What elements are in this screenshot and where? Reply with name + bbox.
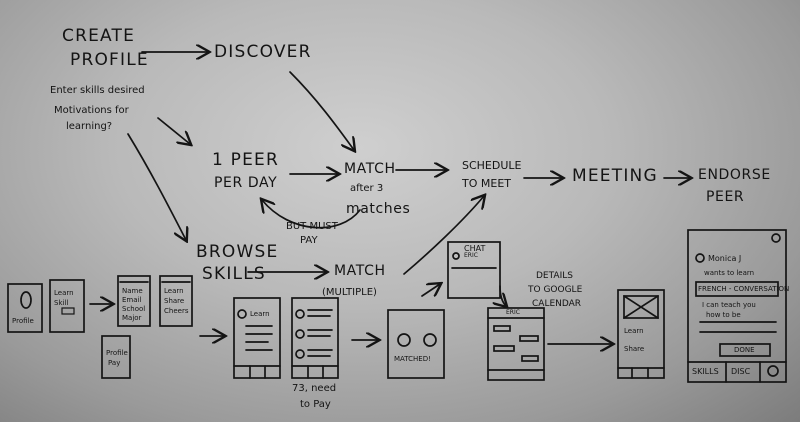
create-profile-line1: CREATE bbox=[62, 26, 136, 46]
chat-name: ERIC bbox=[464, 252, 478, 259]
s3-label-1: Name bbox=[122, 287, 143, 295]
schedule-line1: SCHEDULE bbox=[462, 159, 522, 172]
screen-5 bbox=[101, 335, 131, 379]
create-profile-line2: PROFILE bbox=[70, 50, 149, 70]
s5-label-1: Profile bbox=[106, 349, 128, 357]
discover-label: DISCOVER bbox=[214, 42, 312, 62]
endorse-can-teach-1: I can teach you bbox=[702, 301, 756, 309]
arrow-matches-loop bbox=[262, 200, 361, 229]
one-peer-line1: 1 PEER bbox=[212, 150, 279, 170]
arrow-motivation-browse bbox=[127, 133, 186, 240]
done-button[interactable]: DONE bbox=[734, 346, 755, 354]
after-matches-1: after 3 bbox=[350, 183, 384, 194]
details-line3: CALENDAR bbox=[532, 299, 582, 309]
but-must-pay-1: BUT MUST bbox=[286, 221, 338, 232]
details-screen bbox=[617, 289, 665, 379]
details-line2: TO GOOGLE bbox=[528, 285, 583, 295]
tab-skills[interactable]: SKILLS bbox=[692, 367, 719, 376]
details-label-2: Share bbox=[624, 345, 645, 353]
schedule-line2: TO MEET bbox=[462, 177, 511, 190]
s4-label-1: Learn bbox=[164, 287, 184, 295]
motivations-note-1: Motivations for bbox=[54, 105, 129, 116]
s4-label-2: Share bbox=[164, 297, 185, 305]
details-label-1: Learn bbox=[624, 327, 644, 335]
endorse-line2: PEER bbox=[706, 189, 745, 205]
browse-line2: SKILLS bbox=[202, 264, 266, 284]
one-peer-line2: PER DAY bbox=[214, 175, 278, 191]
need-to-pay-1: 73, need bbox=[292, 383, 337, 394]
arrow-matched-chat bbox=[421, 284, 440, 296]
endorse-skill: FRENCH - CONVERSATION bbox=[698, 285, 790, 293]
tab-disc[interactable]: DISC bbox=[731, 367, 751, 376]
meeting-label: MEETING bbox=[572, 166, 658, 186]
but-must-pay-2: PAY bbox=[300, 235, 318, 246]
matched-screen bbox=[387, 309, 445, 379]
browse-line1: BROWSE bbox=[196, 242, 279, 262]
s3-label-2: Email bbox=[122, 296, 142, 304]
match-multiple-line2: (MULTIPLE) bbox=[322, 287, 377, 298]
screen-4 bbox=[159, 275, 193, 327]
endorse-wants: wants to learn bbox=[704, 269, 755, 277]
chat-screen bbox=[447, 241, 501, 299]
endorse-can-teach-2: how to be bbox=[706, 311, 741, 319]
motivations-note-2: learning? bbox=[66, 121, 113, 132]
arrow-multiple-schedule bbox=[403, 196, 484, 275]
after-matches-2: matches bbox=[346, 201, 411, 217]
screen-3 bbox=[117, 275, 151, 327]
enter-skills-note: Enter skills desired bbox=[50, 85, 145, 96]
s2-label-2: Skill bbox=[54, 299, 69, 307]
browse-a-header: Learn bbox=[250, 310, 270, 318]
s4-label-3: Cheers bbox=[164, 307, 189, 315]
endorse-name: Monica J bbox=[708, 254, 742, 263]
match-multiple-line1: MATCH bbox=[334, 263, 386, 279]
screen-2 bbox=[49, 279, 85, 333]
match-label: MATCH bbox=[344, 161, 396, 177]
arrow-motivation-peer bbox=[157, 117, 190, 144]
s5-label-2: Pay bbox=[108, 359, 121, 367]
s2-label-1: Learn bbox=[54, 289, 74, 297]
browse-screen-a bbox=[233, 297, 281, 379]
need-to-pay-2: to Pay bbox=[300, 399, 331, 410]
endorse-line1: ENDORSE bbox=[698, 167, 771, 183]
endorse-screen bbox=[687, 229, 787, 383]
s3-label-4: Major bbox=[122, 314, 142, 322]
s3-label-3: School bbox=[122, 305, 146, 313]
screen-1 bbox=[7, 283, 43, 333]
chat-screen-2 bbox=[487, 307, 545, 381]
chat2-name: ERIC bbox=[506, 309, 520, 316]
browse-screen-b bbox=[291, 297, 339, 379]
arrow-discover-match bbox=[289, 71, 354, 150]
s1-label: Profile bbox=[12, 317, 34, 325]
chat-header: CHAT bbox=[464, 244, 486, 253]
matched-label: MATCHED! bbox=[394, 355, 431, 363]
arrow-chat-chat2 bbox=[500, 285, 506, 306]
details-line1: DETAILS bbox=[536, 271, 573, 281]
